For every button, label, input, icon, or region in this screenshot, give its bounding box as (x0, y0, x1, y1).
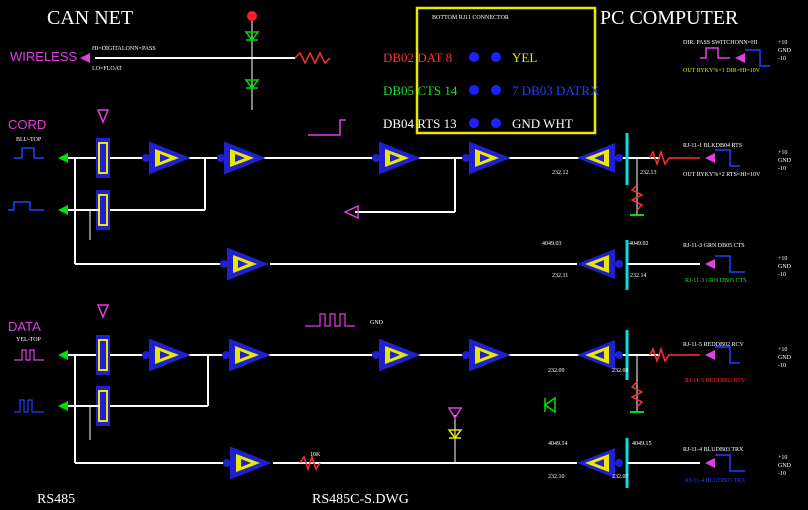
red-led (247, 11, 257, 21)
part-404914: 4049.14 (548, 441, 568, 447)
part-23214: 232.14 (630, 273, 647, 279)
part-23213: 232.13 (640, 170, 657, 176)
part-404903: 4049.03 (542, 241, 562, 247)
buffer-3 (371, 142, 419, 174)
level-minus: -10 (778, 56, 786, 62)
connector-row-3-right: GND WHT (512, 116, 573, 131)
wireless-note-2: LO=FLOAT (92, 66, 123, 72)
label-data-sub: YEL-TOP (16, 337, 41, 343)
level-plus: +10 (778, 347, 788, 353)
buffer-1 (141, 142, 189, 174)
wireless-resistor (294, 51, 331, 65)
label-rcv: RJ-11-5 REDDB02 RCV (683, 342, 744, 348)
connector-title: BOTTOM RJ11 CONNECTOR (432, 15, 509, 21)
level-plus: +10 (778, 455, 788, 461)
buffer-5 (577, 143, 623, 173)
part-23208: 232.08 (612, 368, 629, 374)
buffer-4 (461, 142, 509, 174)
connector-box (415, 6, 597, 135)
part-404915: 4049.15 (632, 441, 652, 447)
level-plus: +10 (778, 256, 788, 262)
level-gnd: GND (778, 264, 791, 270)
connector-row-2-right: 7 DB03 DATRX (512, 83, 600, 98)
label-cord-sub: BLU-TOP (16, 137, 42, 143)
part-23209: 232.09 (548, 368, 565, 374)
part-23207: 232.07 (612, 474, 629, 480)
label-trx: RJ-11-4 BLUDB03 TRX (683, 447, 744, 453)
level-minus: -10 (778, 363, 786, 369)
level-gnd: GND (778, 158, 791, 164)
label-gnd: GND (370, 320, 383, 326)
part-23211: 232.11 (552, 273, 569, 279)
footer-rs485: RS485 (37, 492, 76, 507)
title-can-net: CAN NET (47, 7, 134, 29)
level-plus: +10 (778, 40, 788, 46)
buffer-cts-1 (219, 248, 267, 280)
buffer-cts-2 (577, 249, 623, 279)
label-rts: RJ-11-1 BLKDB04 RTS (683, 143, 743, 149)
level-gnd: GND (778, 48, 791, 54)
part-404902: 4049.02 (629, 241, 649, 247)
part-23212: 232.12 (552, 170, 569, 176)
label-wireless: WIRELESS (10, 49, 78, 64)
level-gnd: GND (778, 463, 791, 469)
label-rcv-2: RJ-11-5 REDDB02 RCV (685, 378, 746, 384)
label-cord: CORD (8, 117, 47, 132)
wireless-arrow (80, 53, 90, 63)
connector-row-1-left: DB02 DAT 8 (383, 50, 453, 65)
buffer-2 (216, 142, 264, 174)
label-pass-switch: DIR. PASS SWITCHONN=HI (683, 40, 758, 46)
footer-drawing-name: RS485C-S.DWG (312, 492, 409, 507)
connector-row-2-left: DB05 CTS 14 (383, 83, 458, 98)
level-minus: -10 (778, 272, 786, 278)
label-cts-2: RJ-11-3 GRN DB05 CTS (685, 278, 747, 284)
wireless-note-1: HI=DIGITALONN=PASS (92, 46, 156, 52)
connector-row-3-left: DB04 RTS 13 (383, 116, 457, 131)
connector-row-1-right: YEL (512, 50, 538, 65)
label-data: DATA (8, 319, 41, 334)
label-out-ryk2: OUT RYKY%+2 RTS=HI=10V (683, 172, 761, 178)
level-minus: -10 (778, 166, 786, 172)
label-trx-2: RJ-11-4 BLUDB03 TRX (685, 478, 746, 484)
level-plus: +10 (778, 150, 788, 156)
title-pc-computer: PC COMPUTER (600, 7, 739, 29)
resistor-10k: 10K (310, 452, 321, 458)
level-gnd: GND (778, 355, 791, 361)
part-23210: 232.10 (548, 474, 565, 480)
label-out-ryk1: OUT RYKY%+1 DIR=HI=10V (683, 68, 761, 74)
label-cts: RJ-11-3 GRN DB05 CTS (683, 243, 745, 249)
level-minus: -10 (778, 471, 786, 477)
